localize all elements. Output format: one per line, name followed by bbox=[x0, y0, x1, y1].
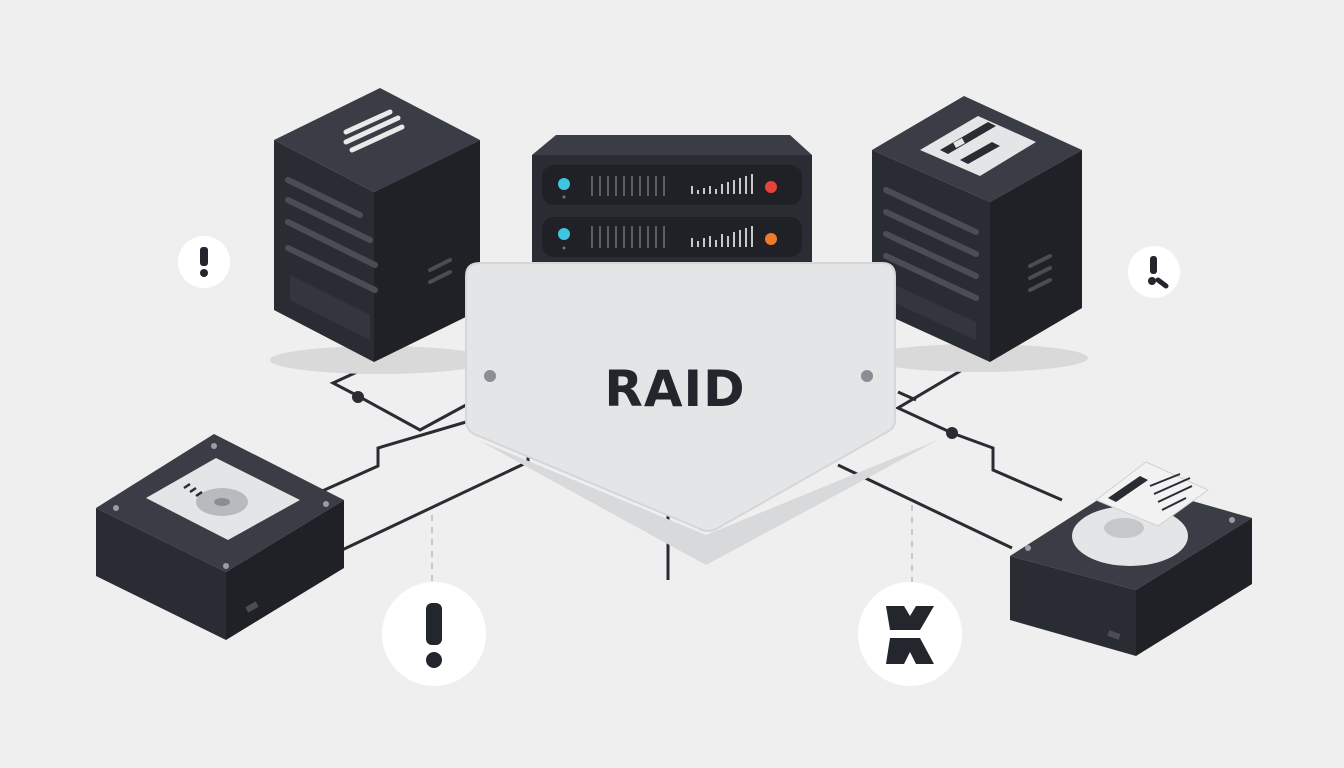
wire-right-drive-lower bbox=[837, 463, 1013, 550]
wire-left-drive-upper bbox=[319, 420, 467, 494]
hard-drive-left-lines bbox=[183, 482, 203, 498]
rack-unit-1-dot bbox=[562, 195, 566, 199]
server-left bbox=[270, 88, 490, 374]
raid-controller: RAID bbox=[465, 262, 938, 565]
screw bbox=[1025, 545, 1031, 551]
hard-drive-right-port bbox=[1107, 630, 1121, 640]
rack-unit-2-dot bbox=[562, 246, 566, 250]
server-left-side-vents bbox=[428, 258, 452, 284]
rack-server bbox=[532, 135, 812, 265]
warning-badge-small-left bbox=[178, 236, 230, 288]
rack-unit-2-activity-bars bbox=[691, 226, 753, 247]
server-left-vents bbox=[285, 177, 378, 293]
server-right bbox=[868, 96, 1088, 372]
hard-drive-left-front bbox=[96, 508, 226, 640]
cross-icon bbox=[886, 606, 934, 664]
server-right-panel bbox=[888, 282, 976, 340]
rack-unit-1 bbox=[542, 165, 802, 205]
hard-drive-left-port bbox=[245, 601, 259, 613]
server-right-side-vents bbox=[1028, 254, 1052, 292]
raid-controller-panel bbox=[465, 262, 896, 532]
screw bbox=[323, 501, 329, 507]
screw bbox=[223, 563, 229, 569]
rack-unit-2-vents bbox=[591, 226, 665, 248]
rack-server-top bbox=[532, 135, 812, 155]
rack-unit-2-status-led bbox=[558, 228, 570, 240]
rack-unit-1-activity-bars bbox=[691, 174, 753, 194]
wire-junction-left bbox=[352, 391, 364, 403]
wire-right-server-dashed bbox=[897, 390, 917, 402]
screw bbox=[211, 443, 217, 449]
drive-bay-icon bbox=[920, 116, 1036, 176]
rack-unit-1-status-led bbox=[558, 178, 570, 190]
document-card-icon bbox=[1095, 461, 1209, 527]
server-right-side bbox=[990, 150, 1082, 362]
panel-screw-right bbox=[861, 370, 873, 382]
hard-drive-left bbox=[96, 434, 344, 640]
rack-unit-1-vents bbox=[591, 176, 665, 196]
panel-screw-left bbox=[484, 370, 496, 382]
raid-controller-shadow bbox=[478, 440, 938, 565]
server-left-shadow bbox=[270, 346, 490, 374]
wire-left-drive-lower bbox=[341, 448, 530, 552]
disk-spindle bbox=[214, 498, 230, 506]
raid-label: RAID bbox=[604, 360, 745, 418]
rack-unit-1-alert-led bbox=[765, 181, 777, 193]
server-right-vents bbox=[883, 187, 979, 301]
disk-hub bbox=[1104, 518, 1144, 538]
hard-drive-right-side bbox=[1136, 518, 1252, 656]
server-left-panel bbox=[290, 275, 370, 340]
server-left-side bbox=[374, 140, 480, 362]
rack-unit-2-warning-led bbox=[765, 233, 777, 245]
exclamation-icon bbox=[426, 603, 442, 668]
screw bbox=[113, 505, 119, 511]
warning-badge-small-right bbox=[1128, 246, 1180, 298]
hard-drive-right-front bbox=[1010, 556, 1136, 656]
screw bbox=[1229, 517, 1235, 523]
exclamation-icon bbox=[1148, 256, 1169, 289]
hard-drive-right bbox=[1010, 461, 1252, 656]
warning-badge-large bbox=[382, 582, 486, 686]
exclamation-icon bbox=[200, 247, 208, 277]
menu-lines-icon bbox=[343, 109, 405, 153]
wire-junction-right bbox=[946, 427, 958, 439]
failure-badge bbox=[858, 582, 962, 686]
server-right-shadow bbox=[868, 344, 1088, 372]
rack-unit-2 bbox=[542, 217, 802, 257]
